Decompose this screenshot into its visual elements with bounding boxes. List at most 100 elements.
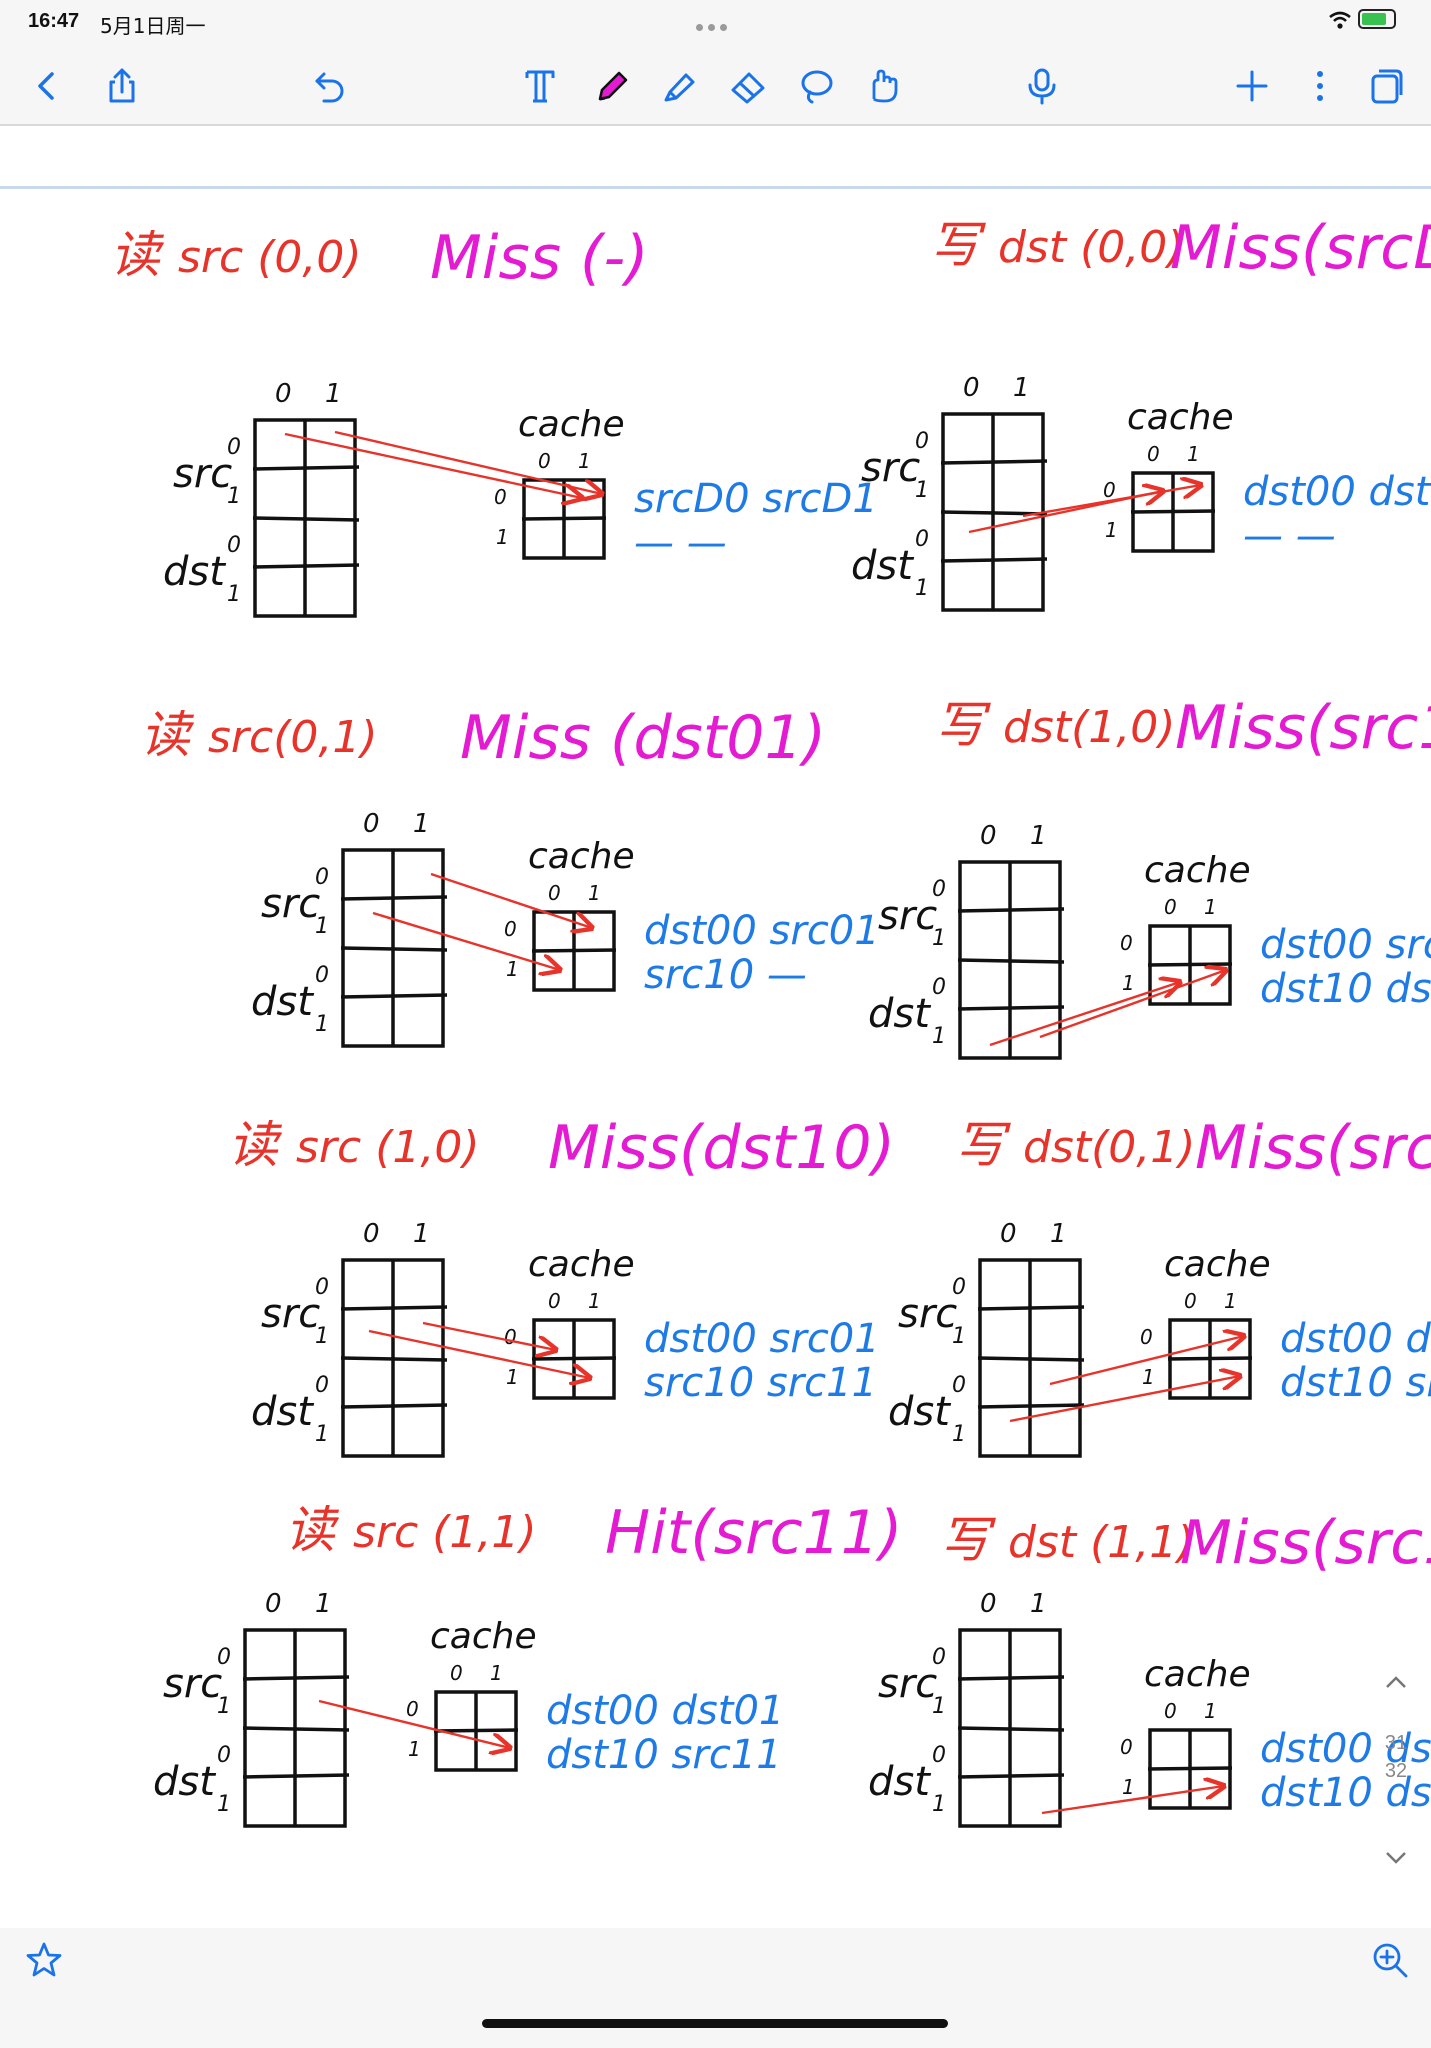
grid-row-label: 0 <box>932 1743 946 1768</box>
pages-icon[interactable] <box>1362 62 1410 110</box>
page-down-icon[interactable] <box>1383 1848 1409 1868</box>
grid-row-label: 0 <box>315 1275 329 1300</box>
eraser-tool-icon[interactable] <box>724 62 772 110</box>
multitasking-dots[interactable] <box>696 16 736 31</box>
dst-label: dst <box>153 1759 216 1805</box>
dst-label: dst <box>888 1389 951 1435</box>
dst-label: dst <box>868 991 931 1037</box>
more-icon[interactable] <box>1296 62 1344 110</box>
src-label: src <box>261 881 320 927</box>
cache-row-label: 0 <box>504 1325 517 1349</box>
cache-label: cache <box>1144 850 1251 891</box>
microphone-icon[interactable] <box>1018 62 1066 110</box>
result-label: Miss(src01) <box>1195 1113 1431 1183</box>
status-bar: 16:47 5月1日周一 <box>0 0 1431 44</box>
add-page-icon[interactable] <box>1228 62 1276 110</box>
op-label: 写 <box>955 1116 1011 1174</box>
mapping-arrow <box>1009 1376 1240 1423</box>
panel-6: 写dst(0,1)Miss(src01)01srcdst0101cache010… <box>888 1113 1431 1458</box>
battery-icon <box>1358 9 1396 29</box>
cache-label: cache <box>1144 1654 1251 1695</box>
lasso-tool-icon[interactable] <box>792 62 840 110</box>
cache-contents-row0: srcD0 srcD1 <box>634 476 878 522</box>
cache-col-label: 1 <box>1204 1699 1217 1723</box>
cache-contents-row1: — — <box>1243 513 1336 559</box>
cache-row-label: 1 <box>506 957 519 981</box>
cache-contents-row0: dst00 dst01 <box>1280 1316 1431 1362</box>
address-label: dst (1,1) <box>1008 1517 1194 1568</box>
wifi-icon <box>1329 11 1351 29</box>
cache-label: cache <box>1164 1244 1271 1285</box>
src-label: src <box>898 1291 957 1337</box>
grid-col-label: 0 <box>275 379 292 409</box>
title-area[interactable] <box>0 126 1431 186</box>
grid-row-label: 0 <box>932 1645 946 1670</box>
cache-col-label: 0 <box>1164 1699 1177 1723</box>
grid-row-label: 0 <box>217 1645 231 1670</box>
result-label: Miss(src10) <box>1175 693 1431 763</box>
grid-row-label: 0 <box>315 963 329 988</box>
home-indicator[interactable] <box>482 2019 948 2028</box>
mapping-arrow <box>430 872 592 928</box>
grid-row-label: 1 <box>315 914 329 939</box>
share-icon[interactable] <box>98 62 146 110</box>
cache-contents-row1: src10 src11 <box>644 1360 877 1406</box>
src-label: src <box>878 1661 937 1707</box>
cache-contents-row1: dst10 src11 <box>546 1732 782 1778</box>
dst-label: dst <box>163 549 226 595</box>
cache-col-label: 1 <box>1224 1289 1237 1313</box>
grid-col-label: 1 <box>1030 1589 1047 1619</box>
address-label: src (0,0) <box>178 232 362 283</box>
pen-tool-icon[interactable] <box>588 62 636 110</box>
cache-col-label: 1 <box>588 1289 601 1313</box>
mapping-arrow <box>1039 970 1226 1039</box>
cache-col-label: 0 <box>450 1661 463 1685</box>
grid-col-label: 1 <box>1050 1219 1067 1249</box>
mapping-arrow <box>318 1699 510 1748</box>
grid-row-label: 1 <box>217 1694 231 1719</box>
page-navigator: 31 32 <box>1361 1660 1431 1890</box>
grid-row-label: 1 <box>315 1422 329 1447</box>
undo-icon[interactable] <box>306 62 354 110</box>
address-label: dst(0,1) <box>1023 1122 1195 1173</box>
cache-contents-row1: src10 — <box>644 952 807 998</box>
toolbar <box>0 44 1431 124</box>
cache-contents-row0: dst00 src01 <box>1260 922 1431 968</box>
cache-row-label: 1 <box>1122 971 1135 995</box>
mapping-arrow <box>334 430 602 494</box>
grid-col-label: 0 <box>363 1219 380 1249</box>
result-label: Miss (dst01) <box>460 703 826 773</box>
cache-row-label: 0 <box>1103 478 1116 502</box>
cache-row-label: 0 <box>406 1697 419 1721</box>
favorite-star-icon[interactable] <box>16 1932 72 1988</box>
result-label: Miss(src11) <box>1180 1508 1431 1578</box>
src-label: src <box>861 445 920 491</box>
back-icon[interactable] <box>22 62 70 110</box>
zoom-in-icon[interactable] <box>1362 1932 1418 1988</box>
cache-col-label: 0 <box>548 1289 561 1313</box>
page-divider <box>0 186 1431 189</box>
grid-col-label: 0 <box>980 821 997 851</box>
grid-col-label: 1 <box>325 379 342 409</box>
mapping-arrow <box>372 911 560 970</box>
grid-row-label: 0 <box>227 533 241 558</box>
grid-row-label: 1 <box>315 1012 329 1037</box>
cache-col-label: 0 <box>548 881 561 905</box>
mapping-arrow <box>1049 1336 1244 1386</box>
text-tool-icon[interactable] <box>516 62 564 110</box>
cache-row-label: 0 <box>494 485 507 509</box>
op-label: 读 <box>110 226 165 284</box>
highlighter-tool-icon[interactable] <box>656 62 704 110</box>
cache-col-label: 1 <box>588 881 601 905</box>
gesture-tool-icon[interactable] <box>860 62 908 110</box>
cache-col-label: 0 <box>538 449 551 473</box>
page-up-icon[interactable] <box>1383 1672 1409 1692</box>
op-label: 读 <box>285 1501 340 1559</box>
dst-label: dst <box>868 1759 931 1805</box>
